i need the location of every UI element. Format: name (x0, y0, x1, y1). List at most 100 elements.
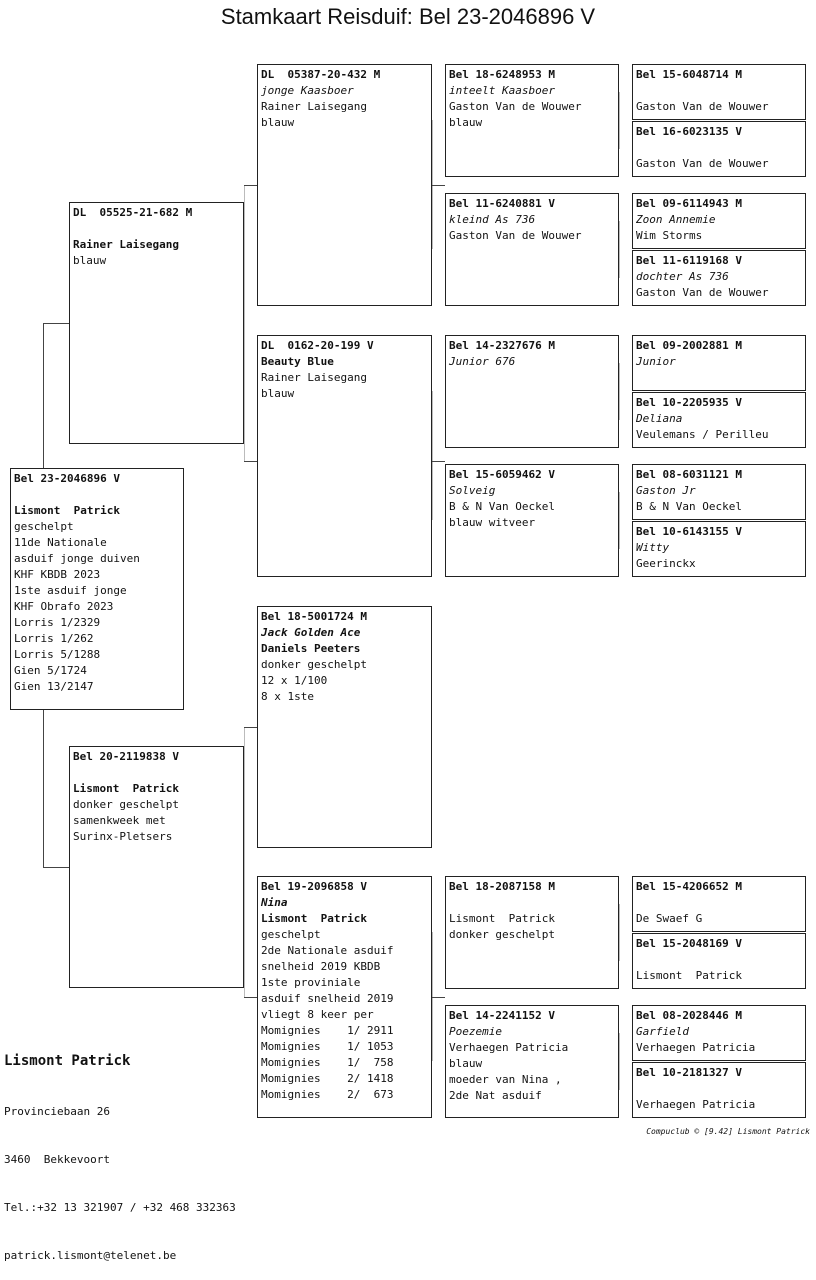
card-line: Bel 18-5001724 M (261, 610, 367, 623)
pigeon-card-mmmm: Bel 10-2181327 V Verhaegen Patricia (632, 1062, 806, 1118)
card-line: Gaston Van de Wouwer (449, 100, 582, 113)
connector-line (244, 727, 257, 728)
card-line: Bel 10-2181327 V (636, 1066, 742, 1079)
card-line: geschelpt (14, 520, 74, 533)
card-line: Momignies 1/ 1053 (261, 1040, 394, 1053)
card-line: Momignies 1/ 2911 (261, 1024, 394, 1037)
card-line: Bel 14-2241152 V (449, 1009, 555, 1022)
card-line: Witty (636, 541, 670, 554)
page-title: Stamkaart Reisduif: Bel 23-2046896 V (220, 4, 596, 29)
card-line: Bel 10-2205935 V (636, 396, 742, 409)
card-line: dochter As 736 (636, 270, 729, 283)
card-line: DL 0162-20-199 V (261, 339, 374, 352)
connector-line (619, 904, 620, 961)
owner-email[interactable]: patrick.lismont@telenet.be (4, 1249, 177, 1262)
connector-line (244, 461, 257, 462)
connector-line (432, 391, 433, 520)
connector-line (432, 461, 445, 462)
card-line: Momignies 1/ 758 (261, 1056, 394, 1069)
card-line: inteelt Kaasboer (449, 84, 555, 97)
card-line: B & N Van Oeckel (636, 500, 742, 513)
card-line: samenkweek met (73, 814, 166, 827)
card-line: Poezemie (449, 1025, 502, 1038)
card-line (73, 221, 243, 237)
card-line: Gaston Jr (636, 484, 696, 497)
card-line: Lismont Patrick (261, 912, 367, 925)
card-line: moeder van Nina , (449, 1073, 562, 1086)
connector-line (43, 323, 44, 468)
card-line: DL 05387-20-432 M (261, 68, 381, 81)
card-line: jonge Kaasboer (261, 84, 354, 97)
card-line: Zoon Annemie (636, 213, 716, 226)
card-line: Bel 09-2002881 M (636, 339, 742, 352)
card-line: donker geschelpt (261, 658, 367, 671)
card-line: Bel 20-2119838 V (73, 750, 179, 763)
card-line: Veulemans / Perilleu (636, 428, 769, 441)
card-line: Rainer Laisegang (73, 238, 179, 251)
card-line (636, 952, 805, 968)
card-line: Bel 09-6114943 M (636, 197, 742, 210)
connector-line (43, 323, 69, 324)
connector-line (432, 997, 445, 998)
footer-credit: Compuclub © [9.42] Lismont Patrick (646, 1127, 810, 1136)
card-line: KHF KBDB 2023 (14, 568, 101, 581)
card-line: Lorris 5/1288 (14, 648, 101, 661)
card-line: Gaston Van de Wouwer (636, 286, 769, 299)
connector-line (432, 120, 433, 249)
card-line (636, 1081, 805, 1097)
card-line: Lorris 1/262 (14, 632, 94, 645)
card-line (636, 83, 805, 99)
card-line: Bel 15-6059462 V (449, 468, 555, 481)
card-line: vliegt 8 keer per (261, 1008, 374, 1021)
card-line: Lismont Patrick (73, 782, 179, 795)
card-line: donker geschelpt (73, 798, 179, 811)
connector-line (43, 710, 44, 867)
connector-line (244, 185, 257, 186)
card-line: 1ste proviniale (261, 976, 361, 989)
card-line: Bel 15-4206652 M (636, 880, 742, 893)
card-line: De Swaef G (636, 912, 703, 925)
card-line: Bel 18-6248953 M (449, 68, 555, 81)
card-line: blauw (261, 116, 295, 129)
card-line: B & N Van Oeckel (449, 500, 555, 513)
card-line: 12 x 1/100 (261, 674, 328, 687)
connector-line (619, 92, 620, 149)
card-line: geschelpt (261, 928, 321, 941)
card-line: Verhaegen Patricia (449, 1041, 569, 1054)
card-line: Daniels Peeters (261, 642, 361, 655)
card-line: blauw (449, 116, 483, 129)
card-line: Deliana (636, 412, 683, 425)
card-line: Bel 15-6048714 M (636, 68, 742, 81)
card-line: Bel 19-2096858 V (261, 880, 367, 893)
card-line: snelheid 2019 KBDB (261, 960, 381, 973)
connector-line (244, 727, 245, 997)
card-line: Verhaegen Patricia (636, 1098, 756, 1111)
card-line: Gien 13/2147 (14, 680, 94, 693)
card-line: Momignies 2/ 1418 (261, 1072, 394, 1085)
card-line: Gien 5/1724 (14, 664, 87, 677)
card-line: Rainer Laisegang (261, 371, 367, 384)
card-line: donker geschelpt (449, 928, 555, 941)
card-line: Bel 18-2087158 M (449, 880, 555, 893)
card-line (636, 140, 805, 156)
card-line: Bel 11-6240881 V (449, 197, 555, 210)
card-line: Bel 08-2028446 M (636, 1009, 742, 1022)
card-line (636, 895, 805, 911)
pigeon-card-mmff: Bel 15-4206652 M De Swaef G (632, 876, 806, 932)
card-line: Lismont Patrick (636, 969, 742, 982)
connector-line (432, 185, 445, 186)
pigeon-card-mother: Bel 20-2119838 V Lismont Patrick donker ge… (69, 746, 244, 988)
